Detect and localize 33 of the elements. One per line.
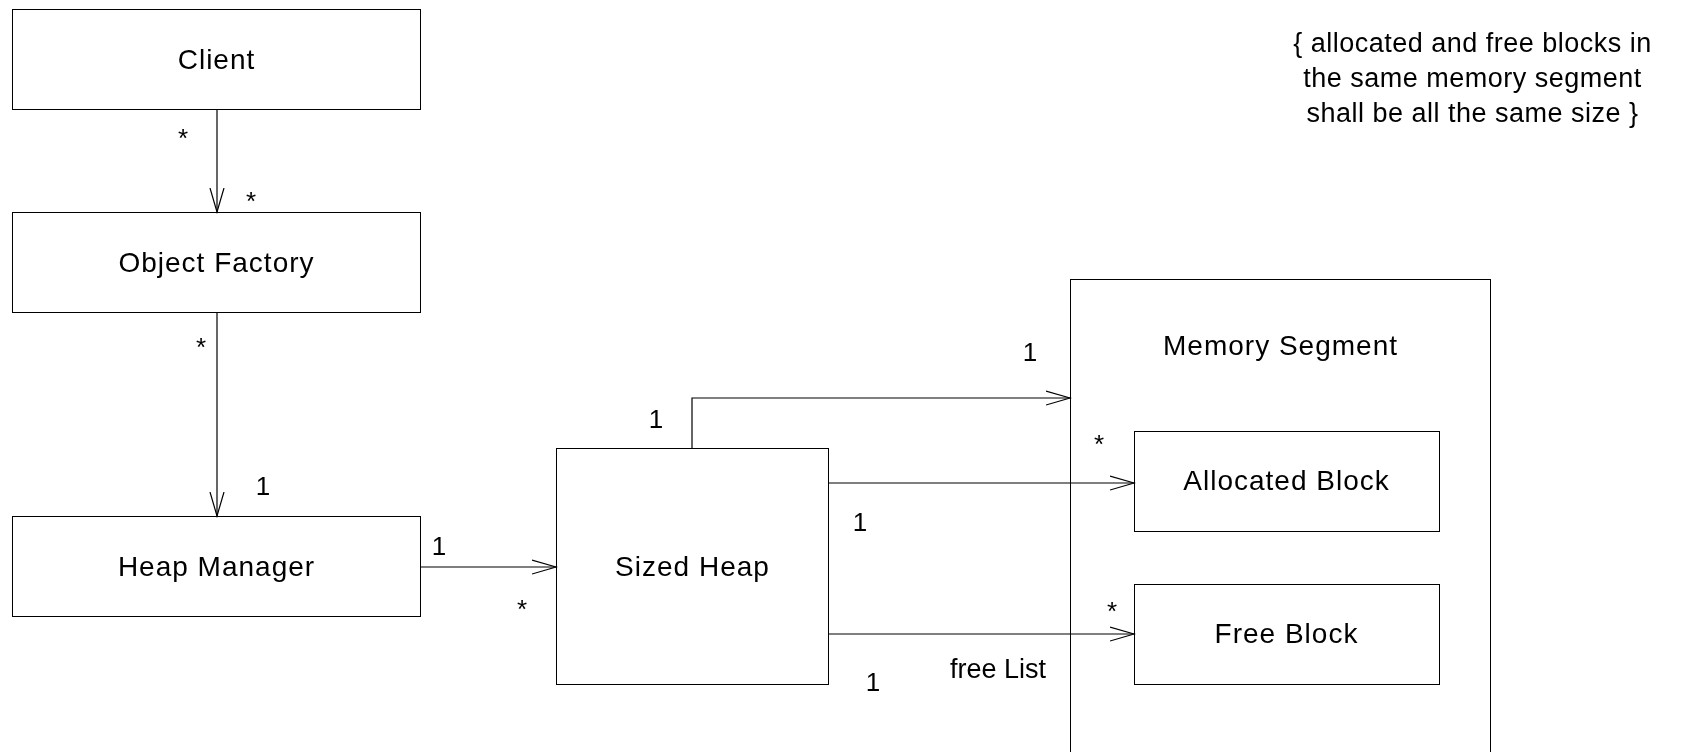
class-box — [12, 212, 421, 313]
class-box — [12, 516, 421, 617]
association-arrow — [420, 559, 557, 575]
multiplicity-label: * — [177, 122, 189, 154]
multiplicity-label: * — [1106, 595, 1118, 627]
class-name: Object Factory — [118, 246, 315, 279]
class-name: Free Block — [1214, 618, 1359, 650]
class-name: Sized Heap — [615, 550, 770, 583]
multiplicity-label: * — [516, 593, 528, 625]
constraint-note: { allocated and free blocks in the same memory segment shall be all the same size } — [1292, 27, 1653, 131]
multiplicity-label: 1 — [431, 530, 447, 562]
association-arrow — [209, 312, 225, 517]
class-name: Allocated Block — [1183, 465, 1390, 497]
multiplicity-label: 1 — [255, 470, 271, 502]
association-arrow — [209, 109, 225, 213]
class-name: Client — [177, 43, 256, 76]
association-arrow — [828, 475, 1135, 491]
class-name: Heap Manager — [117, 550, 316, 583]
class-name: Memory Segment — [1163, 330, 1398, 362]
multiplicity-label: 1 — [852, 506, 868, 538]
multiplicity-label: 1 — [1022, 336, 1038, 368]
class-box — [1133, 430, 1440, 532]
association-arrow — [828, 626, 1135, 642]
container-box — [1070, 279, 1491, 752]
class-box — [1133, 583, 1440, 685]
class-box — [556, 448, 829, 685]
multiplicity-label: 1 — [648, 403, 664, 435]
multiplicity-label: * — [1093, 428, 1105, 460]
association-arrow — [691, 390, 1071, 449]
class-box — [12, 9, 421, 110]
multiplicity-label: * — [195, 331, 207, 363]
multiplicity-label: 1 — [865, 666, 881, 698]
multiplicity-label: * — [245, 185, 257, 217]
